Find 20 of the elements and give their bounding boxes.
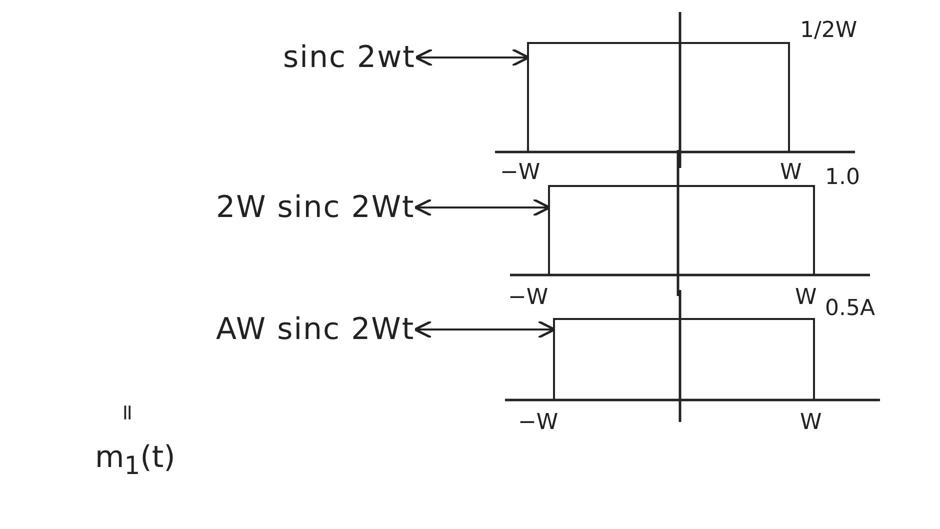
double-arrow: [414, 48, 530, 67]
axis-label: 0.5A: [825, 296, 876, 321]
axis-label: −W: [508, 285, 548, 310]
axis-label: 1/2W: [800, 18, 858, 43]
rectangle-pulse: [527, 42, 790, 153]
formula: 2W sinc 2Wt: [216, 190, 415, 225]
axis-label: W: [780, 160, 802, 185]
equals-sign: =: [114, 403, 140, 422]
formula: sinc 2wt: [283, 40, 416, 75]
axis-label: W: [800, 410, 822, 435]
axis-label: −W: [500, 160, 540, 185]
rectangle-pulse: [553, 318, 815, 401]
rectangle-pulse: [548, 185, 815, 276]
axis-label: m$_{1}$(t): [95, 440, 176, 480]
double-arrow: [414, 320, 556, 339]
axis-label: −W: [518, 410, 558, 435]
axis-label: W: [795, 285, 817, 310]
formula: AW sinc 2Wt: [216, 312, 415, 347]
axis-label: 1.0: [825, 165, 860, 190]
double-arrow: [414, 198, 551, 217]
